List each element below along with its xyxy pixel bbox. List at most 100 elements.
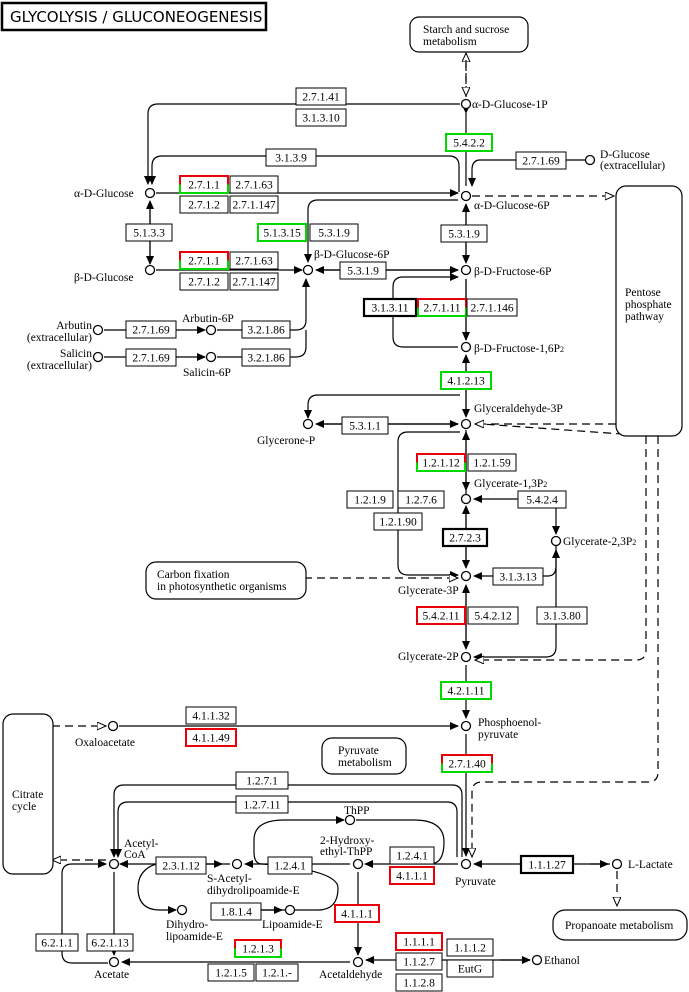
enzyme-4-1-2-13[interactable]: 4.1.2.13 bbox=[440, 371, 492, 390]
enzyme-4-1-1-49[interactable]: 4.1.1.49 bbox=[185, 728, 237, 747]
enzyme-1-1-1-27[interactable]: 1.1.1.27 bbox=[519, 854, 575, 875]
enzyme-6-2-1-13[interactable]: 6.2.1.13 bbox=[86, 933, 134, 952]
compound-node-acetyl-coa[interactable] bbox=[108, 858, 120, 870]
enzyme-1-2-1-90[interactable]: 1.2.1.90 bbox=[373, 512, 423, 531]
enzyme-3-2-1-86[interactable]: 3.2.1.86 bbox=[241, 348, 291, 367]
map-propanoate[interactable]: Propanoate metabolism bbox=[552, 909, 688, 941]
enzyme-5-4-2-12[interactable]: 5.4.2.12 bbox=[467, 606, 519, 625]
enzyme-EutG[interactable]: EutG bbox=[446, 959, 494, 978]
enzyme-1-2-1-59[interactable]: 1.2.1.59 bbox=[467, 453, 517, 472]
enzyme-2-7-1-69[interactable]: 2.7.1.69 bbox=[515, 151, 567, 170]
enzyme-2-7-1-146[interactable]: 2.7.1.146 bbox=[466, 298, 518, 317]
compound-node-l-lactate[interactable] bbox=[611, 858, 623, 870]
compound-node-b-glc[interactable] bbox=[144, 264, 156, 276]
map-pentose-phosphate[interactable]: Pentose phosphate pathway bbox=[615, 185, 683, 437]
enzyme-1-2-7-6[interactable]: 1.2.7.6 bbox=[397, 490, 445, 509]
enzyme-1-1-2-7[interactable]: 1.1.2.7 bbox=[395, 952, 443, 971]
enzyme-1-2-7-11[interactable]: 1.2.7.11 bbox=[235, 795, 289, 814]
compound-node-d-glc-ext[interactable] bbox=[584, 154, 596, 166]
enzyme-5-3-1-9[interactable]: 5.3.1.9 bbox=[339, 261, 387, 280]
compound-node-hydroxyethyl-thpp[interactable] bbox=[352, 858, 364, 870]
compound-node-b-fru-6p[interactable] bbox=[460, 264, 472, 276]
compound-node-g3p[interactable] bbox=[460, 570, 472, 582]
enzyme-5-3-1-1[interactable]: 5.3.1.1 bbox=[341, 416, 389, 435]
compound-node-ethanol[interactable] bbox=[531, 954, 543, 966]
map-pyruvate-metabolism[interactable]: Pyruvate metabolism bbox=[321, 737, 407, 775]
enzyme-4-1-1-32[interactable]: 4.1.1.32 bbox=[185, 706, 237, 725]
label-hydroxyethyl-thpp: 2-Hydroxy- bbox=[320, 835, 374, 847]
compound-node-a-glc[interactable] bbox=[144, 187, 156, 199]
enzyme-1-2-1--[interactable]: 1.2.1.- bbox=[255, 963, 299, 982]
compound-node-b-glc-6p[interactable] bbox=[302, 264, 314, 276]
enzyme-2-7-1-147[interactable]: 2.7.1.147 bbox=[229, 272, 279, 291]
enzyme-1-2-1-5[interactable]: 1.2.1.5 bbox=[207, 963, 255, 982]
compound-node-oxaloacetate[interactable] bbox=[107, 720, 119, 732]
enzyme-3-2-1-86[interactable]: 3.2.1.86 bbox=[241, 320, 291, 339]
enzyme-1-2-1-9[interactable]: 1.2.1.9 bbox=[346, 490, 394, 509]
enzyme-3-1-3-13[interactable]: 3.1.3.13 bbox=[492, 567, 544, 586]
enzyme-2-7-1-69[interactable]: 2.7.1.69 bbox=[125, 348, 177, 367]
compound-node-a-glc-1p[interactable] bbox=[460, 98, 472, 110]
compound-node-salicin-6p[interactable] bbox=[205, 351, 217, 363]
compound-node-gap[interactable] bbox=[460, 418, 472, 430]
enzyme-1-1-1-1[interactable]: 1.1.1.1 bbox=[395, 932, 443, 951]
enzyme-4-2-1-11[interactable]: 4.2.1.11 bbox=[440, 681, 492, 700]
enzyme-5-1-3-3[interactable]: 5.1.3.3 bbox=[125, 223, 173, 242]
compound-node-lipoamide[interactable] bbox=[284, 904, 296, 916]
compound-node-arbutin[interactable] bbox=[92, 324, 104, 336]
enzyme-3-1-3-9[interactable]: 3.1.3.9 bbox=[265, 148, 317, 167]
enzyme-2-7-1-1[interactable]: 2.7.1.1 bbox=[179, 251, 229, 270]
compound-node-glycerone-p[interactable] bbox=[302, 418, 314, 430]
enzyme-2-7-1-63[interactable]: 2.7.1.63 bbox=[229, 251, 279, 270]
compound-node-arbutin-6p[interactable] bbox=[205, 324, 217, 336]
enzyme-2-7-1-40[interactable]: 2.7.1.40 bbox=[441, 754, 493, 773]
enzyme-2-7-1-147[interactable]: 2.7.1.147 bbox=[229, 195, 279, 214]
compound-node-b-fru-16p2[interactable] bbox=[460, 341, 472, 353]
enzyme-1-2-1-3[interactable]: 1.2.1.3 bbox=[234, 939, 282, 958]
enzyme-5-3-1-9[interactable]: 5.3.1.9 bbox=[440, 224, 488, 243]
compound-node-a-glc-6p[interactable] bbox=[460, 190, 472, 202]
enzyme-5-4-2-4[interactable]: 5.4.2.4 bbox=[517, 490, 567, 509]
enzyme-3-1-3-10[interactable]: 3.1.3.10 bbox=[295, 108, 347, 127]
compound-node-acetate[interactable] bbox=[108, 956, 120, 968]
map-citrate-cycle[interactable]: Citrate cycle bbox=[2, 713, 54, 875]
enzyme-1-2-4-1[interactable]: 1.2.4.1 bbox=[267, 856, 313, 875]
enzyme-2-7-1-2[interactable]: 2.7.1.2 bbox=[179, 195, 229, 214]
enzyme-4-1-1-1[interactable]: 4.1.1.1 bbox=[334, 904, 380, 923]
compound-node-salicin[interactable] bbox=[92, 351, 104, 363]
enzyme-2-7-1-1[interactable]: 2.7.1.1 bbox=[179, 175, 229, 194]
enzyme-1-2-1-12[interactable]: 1.2.1.12 bbox=[416, 453, 466, 472]
enzyme-6-2-1-1[interactable]: 6.2.1.1 bbox=[35, 933, 79, 952]
compound-node-thpp[interactable] bbox=[344, 814, 356, 826]
enzyme-5-3-1-9[interactable]: 5.3.1.9 bbox=[309, 223, 359, 242]
compound-node-g2p[interactable] bbox=[460, 651, 472, 663]
compound-node-g13p2[interactable] bbox=[460, 493, 472, 505]
enzyme-1-8-1-4[interactable]: 1.8.1.4 bbox=[210, 902, 262, 921]
map-carbon-fixation[interactable]: Carbon fixation in photosynthetic organi… bbox=[145, 561, 307, 600]
enzyme-2-3-1-12[interactable]: 2.3.1.12 bbox=[155, 856, 207, 875]
compound-node-dihydrolipoamide[interactable] bbox=[176, 904, 188, 916]
enzyme-3-1-3-80[interactable]: 3.1.3.80 bbox=[536, 606, 588, 625]
map-starch-sucrose[interactable]: Starch and sucrose metabolism bbox=[409, 16, 529, 53]
enzyme-1-1-1-2[interactable]: 1.1.1.2 bbox=[446, 938, 494, 957]
enzyme-2-7-1-2[interactable]: 2.7.1.2 bbox=[179, 272, 229, 291]
compound-node-pyruvate[interactable] bbox=[460, 858, 472, 870]
enzyme-label: 1.8.1.4 bbox=[220, 907, 252, 919]
compound-node-acetaldehyde[interactable] bbox=[352, 956, 364, 968]
enzyme-2-7-1-63[interactable]: 2.7.1.63 bbox=[229, 175, 279, 194]
enzyme-2-7-2-3[interactable]: 2.7.2.3 bbox=[441, 527, 489, 548]
compound-node-g23p2[interactable] bbox=[550, 535, 562, 547]
enzyme-5-1-3-15[interactable]: 5.1.3.15 bbox=[257, 223, 307, 242]
enzyme-1-2-7-1[interactable]: 1.2.7.1 bbox=[235, 771, 289, 790]
enzyme-1-1-2-8[interactable]: 1.1.2.8 bbox=[395, 973, 443, 992]
enzyme-2-7-1-41[interactable]: 2.7.1.41 bbox=[295, 87, 347, 106]
enzyme-2-7-1-69[interactable]: 2.7.1.69 bbox=[125, 320, 177, 339]
enzyme-3-1-3-11[interactable]: 3.1.3.11 bbox=[362, 297, 418, 318]
compound-node-pep[interactable] bbox=[460, 720, 472, 732]
enzyme-2-7-1-11[interactable]: 2.7.1.11 bbox=[417, 298, 467, 317]
enzyme-5-4-2-11[interactable]: 5.4.2.11 bbox=[416, 606, 466, 625]
compound-node-s-acetyl[interactable] bbox=[231, 858, 243, 870]
enzyme-1-2-4-1[interactable]: 1.2.4.1 bbox=[389, 846, 435, 865]
enzyme-4-1-1-1[interactable]: 4.1.1.1 bbox=[389, 866, 435, 885]
enzyme-5-4-2-2[interactable]: 5.4.2.2 bbox=[445, 133, 493, 152]
